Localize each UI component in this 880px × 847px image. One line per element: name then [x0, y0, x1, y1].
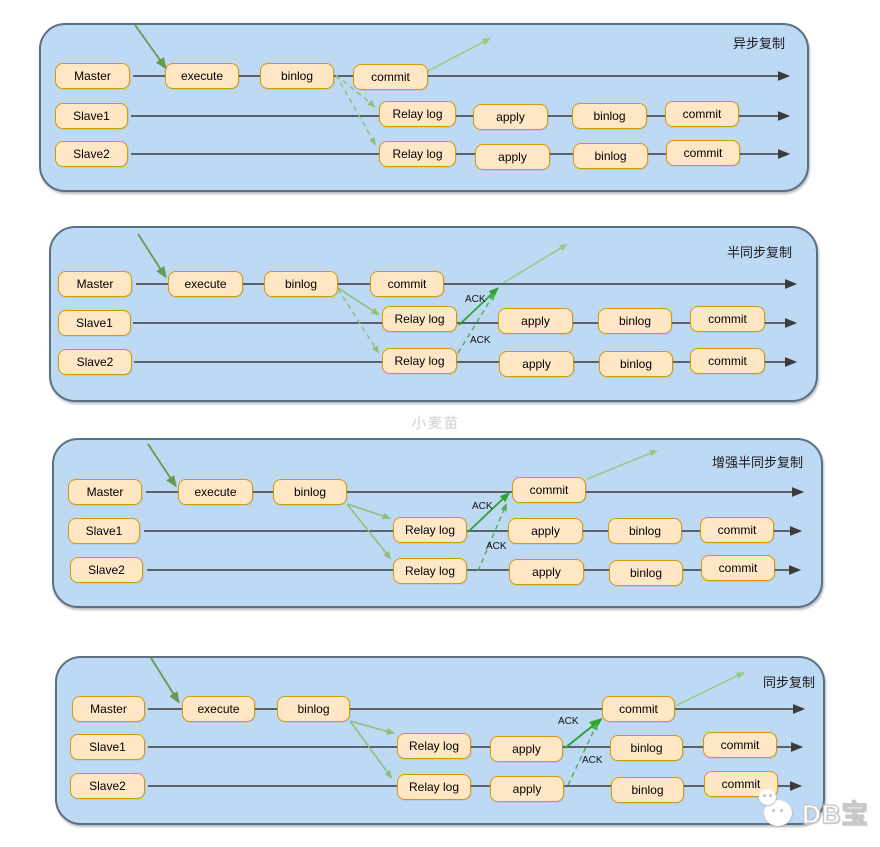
node-relay-log: Relay log [379, 141, 456, 167]
node-execute: execute [178, 479, 253, 505]
node-relay-log: Relay log [397, 774, 471, 800]
lane-label-slave2: Slave2 [70, 557, 143, 583]
flow-arrow [346, 503, 392, 560]
node-binlog: binlog [260, 63, 334, 89]
node-commit: commit [703, 732, 777, 758]
lane-label-master: Master [68, 479, 142, 505]
lane-label-slave2: Slave2 [58, 349, 132, 375]
node-apply: apply [490, 736, 563, 762]
flow-arrow [676, 672, 746, 706]
brand-watermark-label: DB宝 [801, 798, 869, 829]
node-binlog: binlog [610, 735, 683, 761]
flow-arrow [134, 24, 167, 70]
panel-title: 异步复制 [733, 36, 786, 51]
node-binlog: binlog [572, 103, 647, 129]
node-apply: apply [499, 351, 574, 377]
node-binlog: binlog [609, 560, 683, 586]
flow-arrow [150, 657, 180, 704]
node-binlog: binlog [611, 777, 684, 803]
ack-label: ACK [558, 716, 579, 727]
panel-title: 同步复制 [763, 675, 816, 690]
flow-arrow [457, 292, 496, 354]
node-binlog: binlog [273, 479, 347, 505]
node-apply: apply [508, 518, 583, 544]
lane-label-slave2: Slave2 [55, 141, 128, 167]
wechat-icon-small [759, 789, 776, 805]
flow-arrow [335, 74, 376, 108]
node-binlog: binlog [598, 308, 672, 334]
node-commit: commit [701, 555, 775, 581]
lane-label-master: Master [55, 63, 130, 89]
lane-label-slave1: Slave1 [58, 310, 131, 336]
flow-arrow [337, 288, 380, 354]
node-apply: apply [473, 104, 548, 130]
panel-title: 增强半同步复制 [712, 455, 804, 470]
flow-arrow [477, 503, 507, 572]
node-relay-log: Relay log [393, 558, 467, 584]
node-execute: execute [168, 271, 243, 297]
node-apply: apply [490, 776, 564, 802]
node-relay-log: Relay log [382, 348, 457, 374]
watermark-text: 小麦苗 [412, 415, 460, 431]
node-commit: commit [602, 696, 675, 722]
flow-arrow [337, 287, 380, 316]
flow-arrow [346, 503, 392, 520]
flow-arrow [567, 722, 598, 786]
flow-arrow [427, 37, 491, 72]
ack-label: ACK [465, 294, 486, 305]
flow-arrow [335, 74, 377, 146]
node-commit: commit [700, 517, 774, 543]
node-binlog: binlog [608, 518, 682, 544]
node-commit: commit [370, 271, 444, 297]
flow-arrow [349, 720, 396, 735]
lane-label-slave1: Slave1 [70, 734, 145, 760]
node-apply: apply [498, 308, 573, 334]
lane-label-slave2: Slave2 [70, 773, 145, 799]
node-binlog: binlog [573, 143, 648, 169]
ack-label: ACK [486, 541, 507, 552]
node-relay-log: Relay log [382, 306, 457, 332]
node-apply: apply [475, 144, 550, 170]
lane-label-master: Master [58, 271, 132, 297]
node-commit: commit [665, 101, 739, 127]
ack-label: ACK [470, 335, 491, 346]
flow-arrow [467, 492, 510, 533]
node-commit: commit [666, 140, 740, 166]
flow-arrow [349, 720, 393, 779]
flow-arrow [137, 233, 167, 279]
node-commit: commit [704, 771, 778, 797]
node-binlog: binlog [277, 696, 350, 722]
node-execute: execute [182, 696, 255, 722]
lane-label-slave1: Slave1 [55, 103, 128, 129]
node-relay-log: Relay log [397, 733, 471, 759]
brand-watermark: DB宝 [748, 788, 873, 836]
panel-title: 半同步复制 [727, 245, 793, 260]
flow-arrow [502, 243, 568, 284]
node-commit: commit [353, 64, 428, 90]
flow-arrow [586, 450, 659, 480]
node-relay-log: Relay log [379, 101, 456, 127]
node-commit: commit [512, 477, 586, 503]
ack-label: ACK [582, 755, 603, 766]
lane-label-slave1: Slave1 [68, 518, 140, 544]
lane-label-master: Master [72, 696, 145, 722]
node-binlog: binlog [599, 351, 673, 377]
node-relay-log: Relay log [393, 517, 467, 543]
node-apply: apply [509, 559, 584, 585]
node-execute: execute [165, 63, 239, 89]
node-binlog: binlog [264, 271, 338, 297]
flow-arrow [147, 443, 177, 488]
node-commit: commit [690, 348, 765, 374]
node-commit: commit [690, 306, 765, 332]
ack-label: ACK [472, 501, 493, 512]
